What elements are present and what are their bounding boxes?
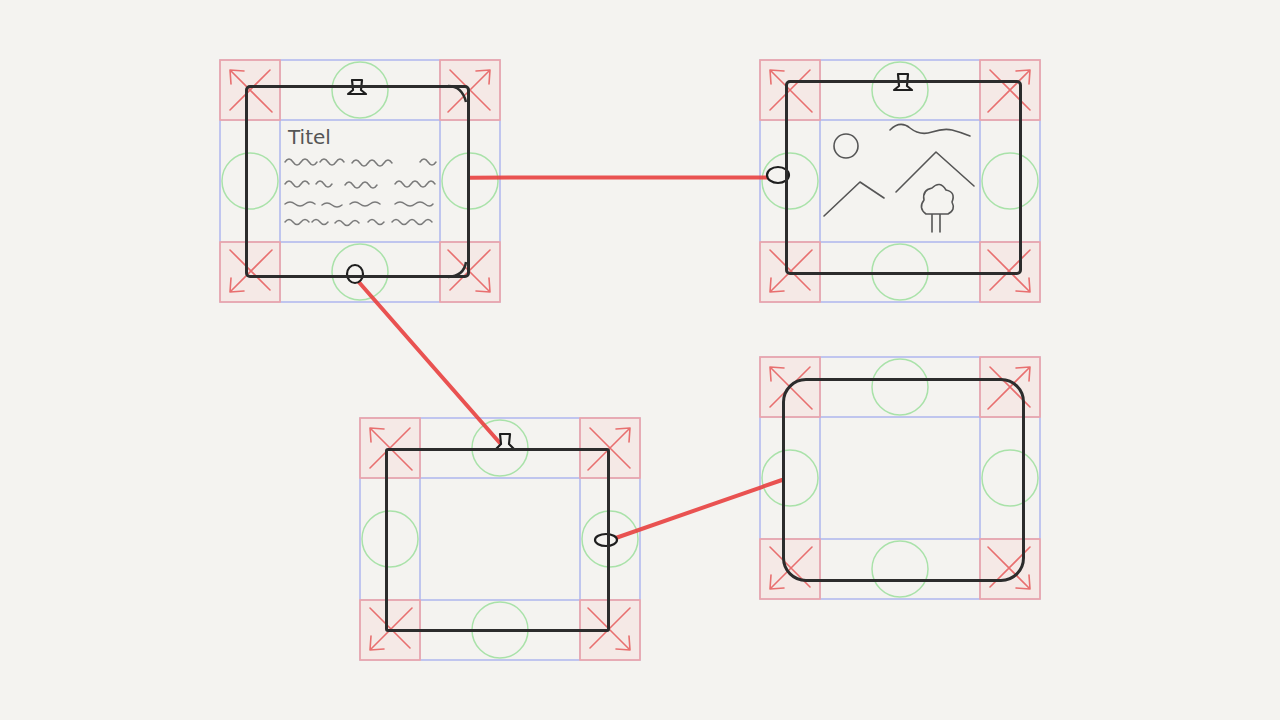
pin-ring	[347, 265, 363, 283]
image-placeholder	[824, 124, 974, 232]
box-title: Titel	[288, 126, 455, 149]
connector-line	[355, 278, 504, 448]
handle-frame	[360, 418, 640, 660]
sketch-box	[385, 448, 610, 632]
handle-frame	[220, 60, 500, 302]
sketch-box	[782, 378, 1025, 582]
page-curl	[448, 86, 466, 277]
sketch-box	[785, 80, 1022, 275]
sketch-box: Titel	[245, 85, 470, 278]
pin-ring	[595, 534, 617, 546]
connector-line	[610, 480, 782, 540]
text-scribbles	[285, 159, 436, 226]
push-pin	[496, 434, 514, 449]
handle-frame	[760, 357, 1040, 599]
handle-frame	[760, 60, 1040, 302]
connector-line	[470, 176, 785, 180]
